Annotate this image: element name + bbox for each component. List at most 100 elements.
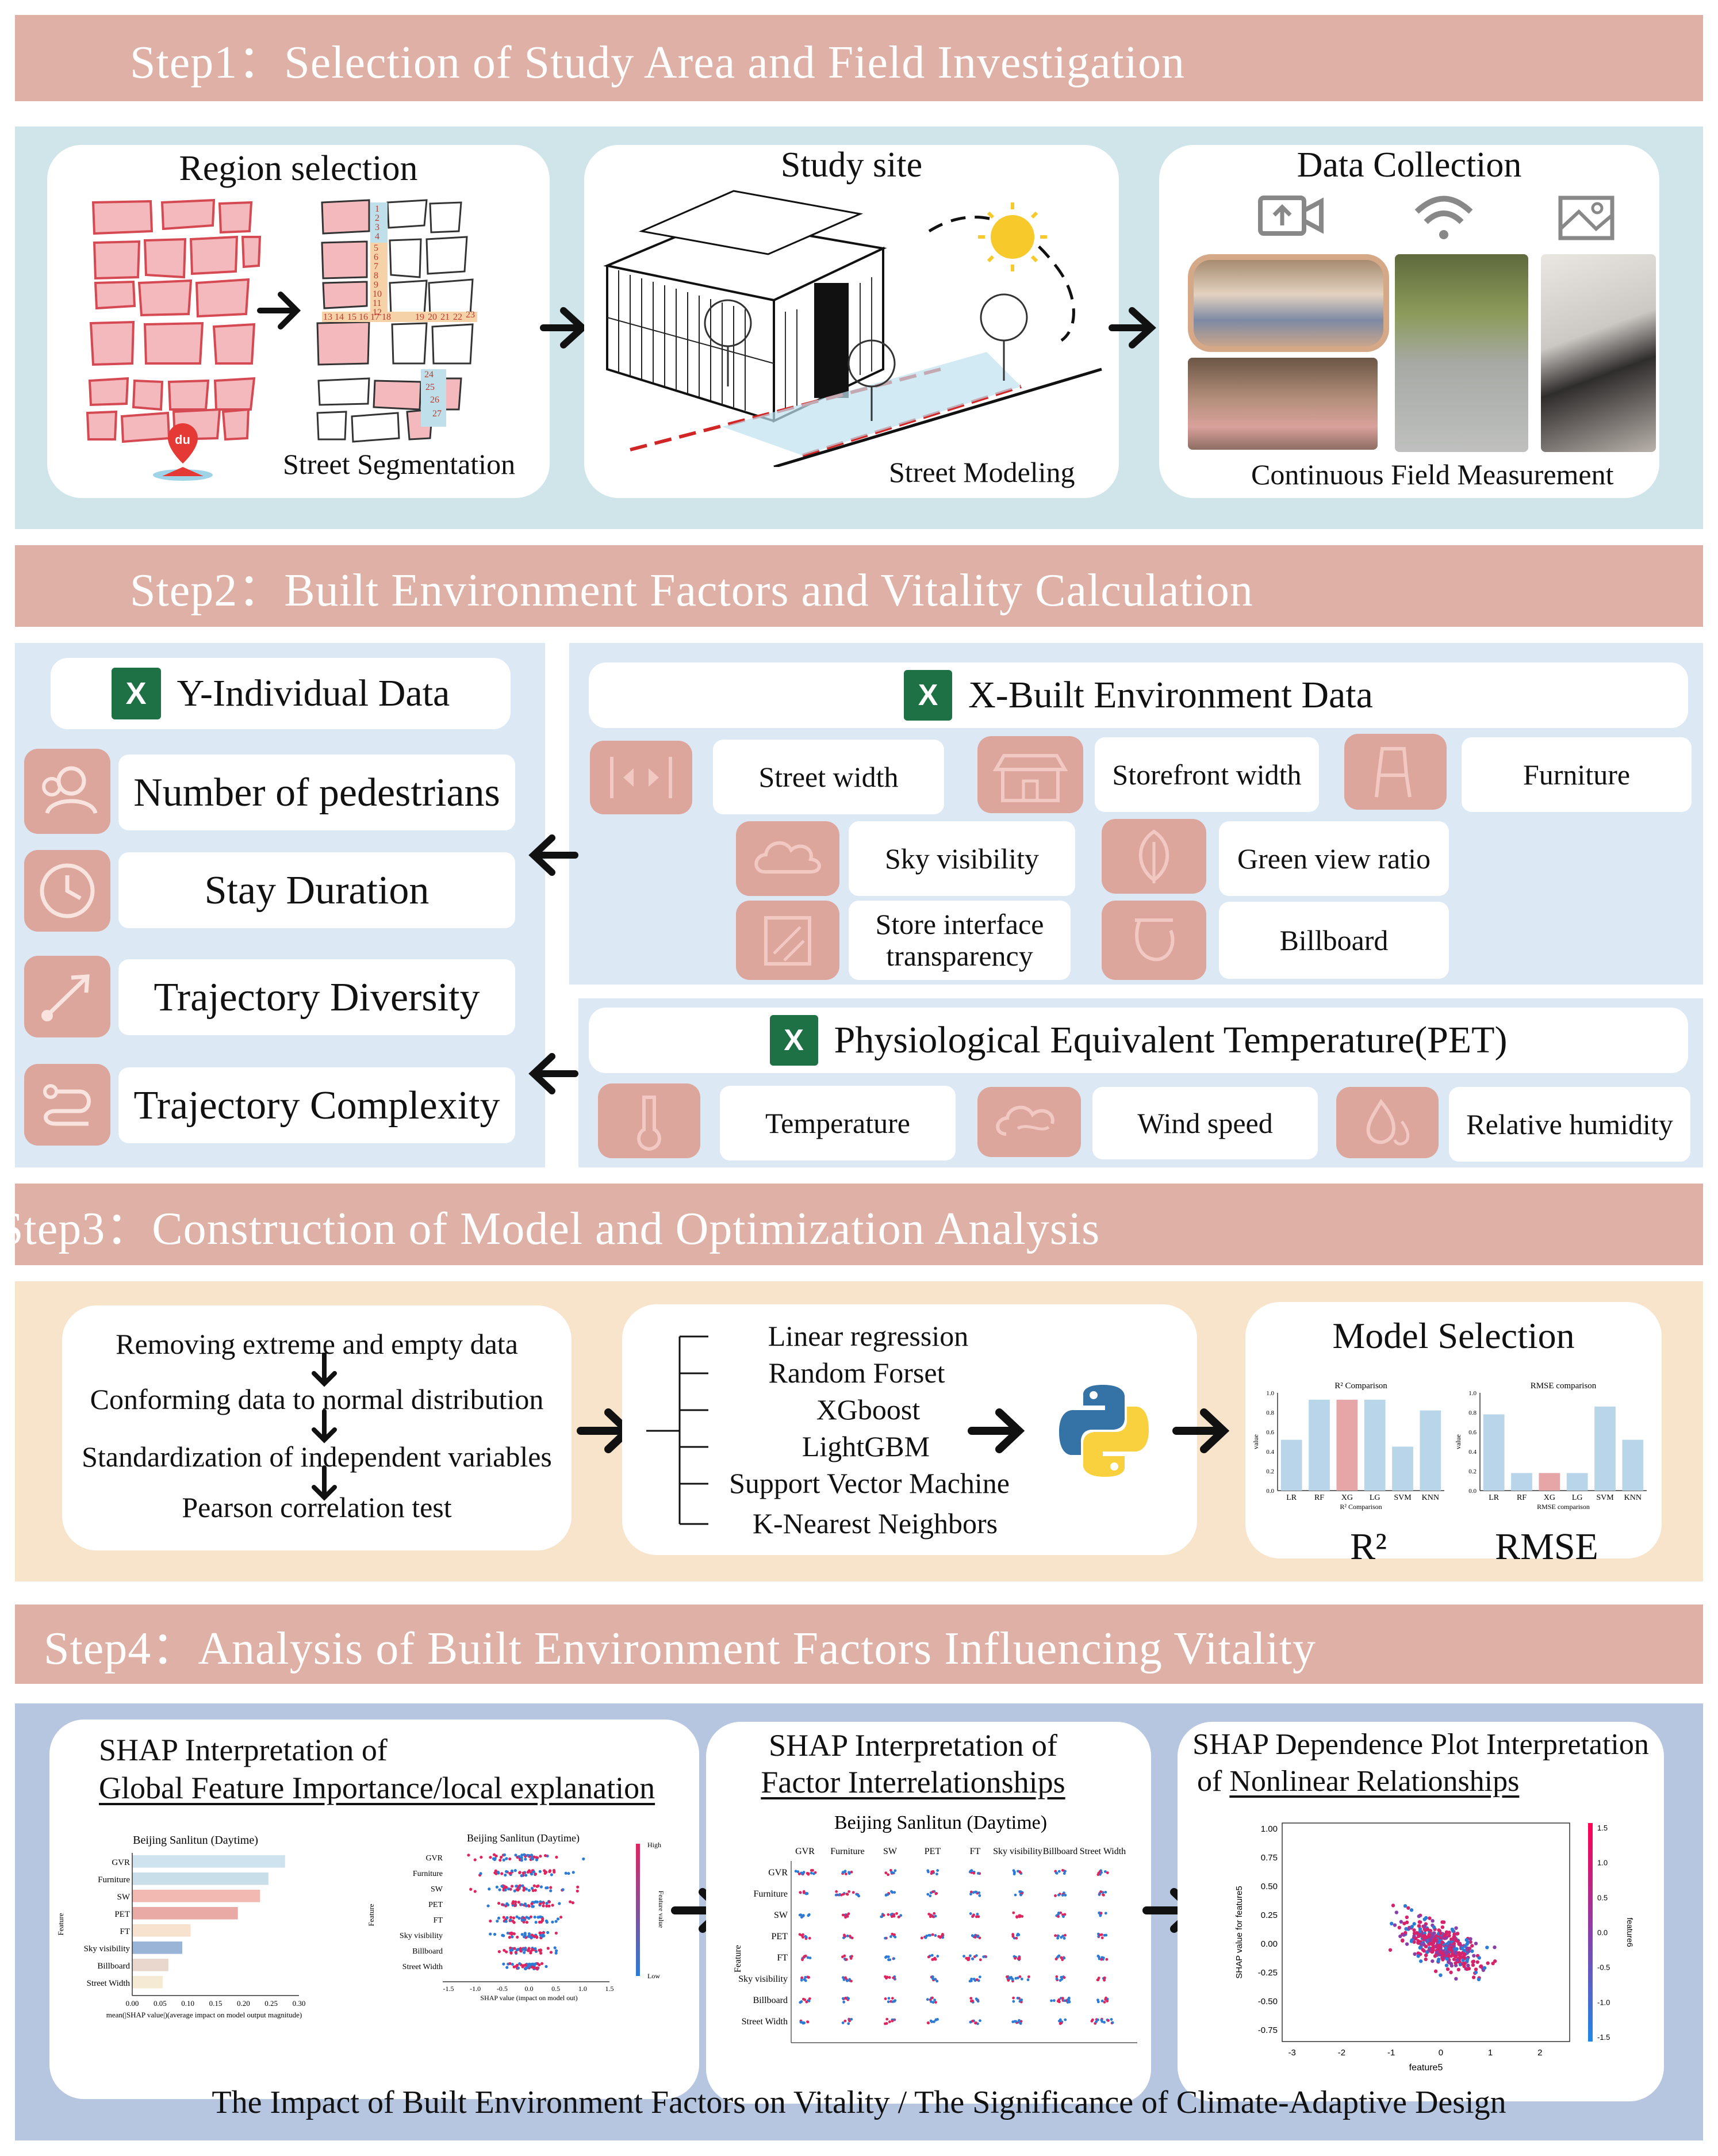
interaction-point (1105, 1958, 1109, 1961)
beeswarm-point (520, 1874, 523, 1878)
interaction-point (810, 1871, 813, 1875)
model-lightgbm: LightGBM (802, 1430, 930, 1462)
beeswarm-point (533, 1935, 536, 1938)
interaction-point (1012, 1869, 1015, 1872)
dependence-point (1428, 1929, 1433, 1933)
dependence-point (1428, 1938, 1432, 1943)
dependence-point (1388, 1948, 1393, 1952)
dependence-point (1482, 1966, 1487, 1970)
interaction-point (931, 1977, 934, 1980)
interaction-point (799, 1891, 802, 1894)
interaction-point (976, 1913, 979, 1916)
interaction-point (847, 2022, 850, 2025)
interaction-point (806, 2020, 809, 2024)
dependence-point (1418, 1920, 1422, 1924)
interaction-point (974, 2021, 977, 2024)
dependence-card (1178, 1722, 1664, 2101)
beeswarm-point (492, 1857, 496, 1860)
interaction-point (1064, 1933, 1067, 1937)
dependence-point (1445, 1957, 1449, 1961)
dependence-point (1409, 1908, 1414, 1912)
beeswarm-point (538, 1920, 542, 1924)
dependence-point (1468, 1937, 1472, 1941)
dependence-point (1445, 1950, 1449, 1954)
interaction-point (1063, 1872, 1066, 1875)
interaction-point (808, 1956, 812, 1960)
r2-label: R² (1350, 1526, 1387, 1568)
interaction-point (975, 1915, 978, 1918)
excel-icon: X (769, 1015, 818, 1066)
footer-conclusion: The Impact of Built Environment Factors … (212, 2085, 1506, 2120)
r2-ytick: 0.6 (1266, 1429, 1274, 1436)
beeswarm-point (502, 1962, 505, 1966)
beeswarm-point (513, 1947, 516, 1950)
dependence-point (1435, 1950, 1439, 1955)
inter-card-title-line1: SHAP Interpretation of (769, 1728, 1057, 1763)
interaction-point (926, 1893, 930, 1896)
interaction-point (891, 1997, 894, 2000)
interaction-point (1100, 1936, 1104, 1940)
dependence-point (1479, 1964, 1483, 1969)
interaction-point (929, 1933, 932, 1937)
interaction-point (1061, 1958, 1064, 1962)
dependence-point (1390, 1921, 1394, 1926)
interaction-point (930, 2000, 933, 2003)
beeswarm-point (495, 1885, 498, 1889)
interaction-row-label: Sky visibility (738, 1974, 788, 1984)
interaction-point (887, 1873, 889, 1877)
beeswarm-point (548, 1870, 551, 1874)
interaction-point (1099, 1914, 1102, 1917)
interaction-col-label: Furniture (830, 1847, 865, 1856)
interaction-point (885, 1977, 888, 1980)
x-item-billboard: Billboard (1219, 902, 1449, 979)
interaction-point (1054, 1958, 1058, 1960)
interaction-point (1060, 1975, 1063, 1979)
interaction-point (794, 1870, 797, 1873)
interaction-point (802, 1914, 805, 1917)
dependence-point (1456, 1967, 1461, 1972)
interaction-point (841, 1913, 845, 1917)
interaction-point (931, 1915, 935, 1918)
beeswarm-point (547, 1904, 551, 1908)
beeswarm-point (507, 1887, 511, 1891)
dependence-point (1455, 1958, 1459, 1962)
dependence-point (1391, 1904, 1395, 1908)
svg-text:23: 23 (466, 310, 475, 320)
beeswarm-point (503, 1853, 507, 1856)
dependence-point (1414, 1936, 1418, 1940)
svg-text:27: 27 (432, 409, 442, 419)
interaction-point (931, 1958, 935, 1961)
beeswarm-point (494, 1869, 497, 1872)
x-data-title: X X-Built Environment Data (589, 662, 1688, 728)
interaction-point (895, 1912, 898, 1915)
beeswarm-point (511, 1935, 514, 1939)
svg-text:1: 1 (375, 204, 379, 214)
svg-text:26: 26 (430, 395, 439, 405)
beeswarm-colorbar (636, 1844, 640, 1976)
interaction-point (890, 1915, 893, 1918)
x-item-sky-visibility: Sky visibility (849, 821, 1075, 896)
svg-text:2: 2 (375, 213, 379, 223)
interaction-point (799, 2020, 803, 2024)
interaction-point (892, 1957, 896, 1960)
dependence-point (1431, 1918, 1435, 1923)
beeswarm-label: GVR (425, 1854, 443, 1863)
interaction-point (1103, 1978, 1106, 1982)
interaction-point (804, 1975, 807, 1979)
interaction-point (850, 2017, 853, 2021)
interaction-point (1011, 1933, 1015, 1937)
rmse-ytick: 1.0 (1468, 1390, 1477, 1397)
street-modeling-caption: Street Modeling (889, 456, 1075, 488)
model-selection-title: Model Selection (1332, 1315, 1575, 1356)
x-item-green-view-ratio: Green view ratio (1219, 821, 1449, 896)
beeswarm-point (523, 1902, 527, 1906)
r2-bar (1336, 1399, 1358, 1491)
global-bar (132, 1959, 168, 1971)
beeswarm-point (555, 1949, 558, 1952)
interaction-point (843, 1935, 846, 1938)
dependence-point (1426, 1934, 1431, 1938)
interaction-point (1100, 2000, 1104, 2002)
global-bar-label: Billboard (97, 1962, 130, 1971)
beeswarm-point (521, 1871, 526, 1875)
interaction-point (850, 1936, 854, 1940)
